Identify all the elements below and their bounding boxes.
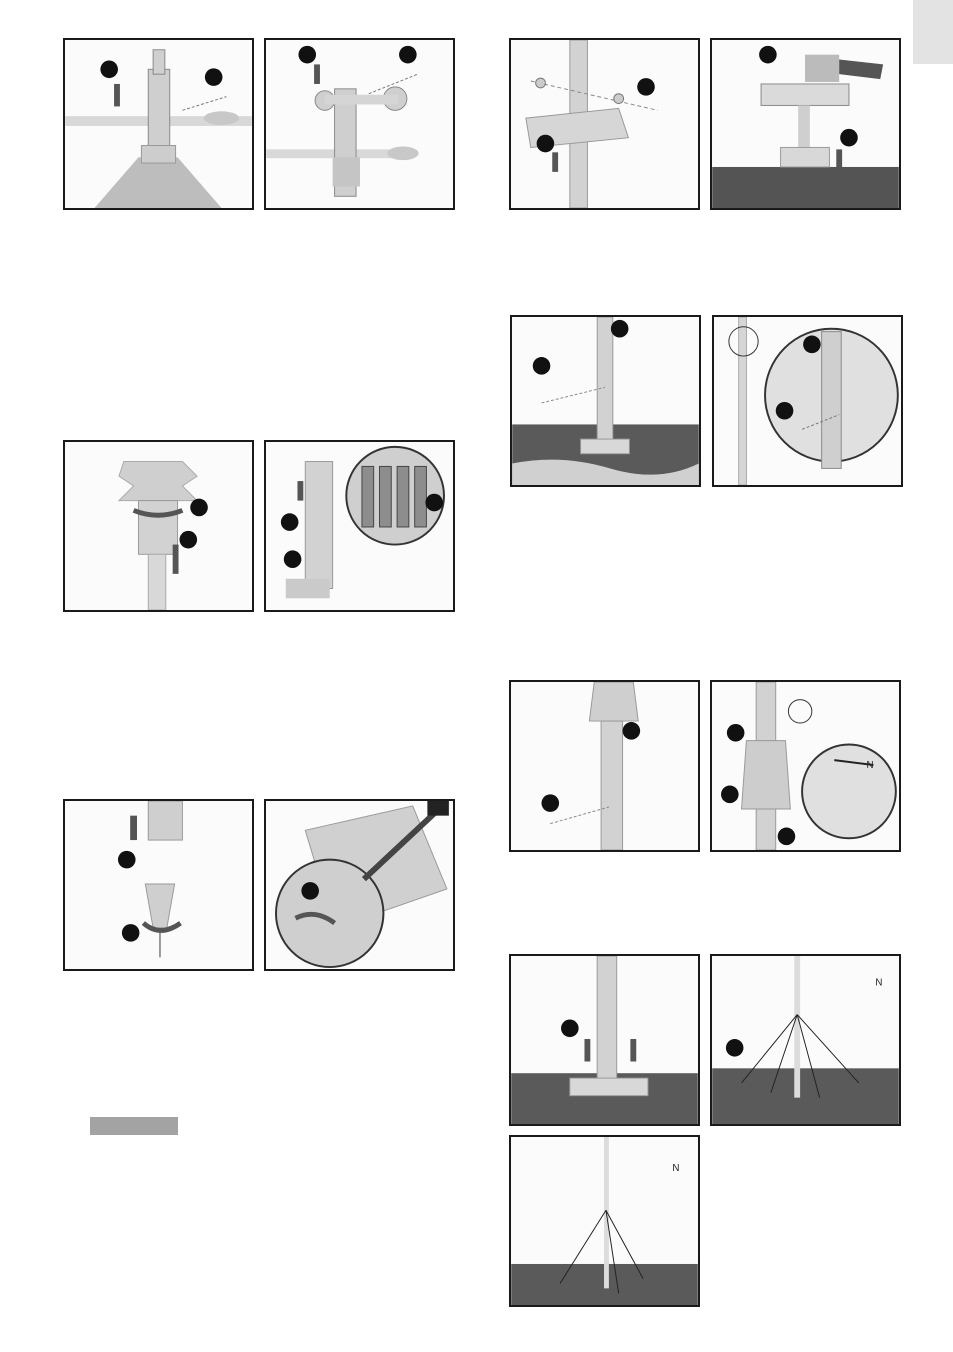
compass-letter: N: [672, 1163, 679, 1174]
figure-wind-vane-mount: [63, 38, 254, 210]
figure-mast-base-bolt: [509, 38, 700, 210]
page-tab: [913, 0, 953, 64]
figure-sensor-orientation: N: [710, 680, 901, 852]
figure-housing-twist-off: [63, 440, 254, 612]
compass-letter: N: [875, 977, 882, 988]
figure-final-assembly: N: [509, 1135, 700, 1307]
figure-mast-hammer: [710, 38, 901, 210]
figure-base-clamps: [509, 954, 700, 1126]
figure-battery-insert: [264, 440, 455, 612]
compass-letter: N: [867, 760, 874, 771]
figure-mast-extension: [510, 315, 701, 487]
figure-base-screwdriver: [264, 799, 455, 971]
figure-mast-extension-detail: [712, 315, 903, 487]
figure-guy-wires: N: [710, 954, 901, 1126]
figure-anemometer-mount: [264, 38, 455, 210]
figure-rain-gauge-cap: [63, 799, 254, 971]
label-box: [90, 1117, 178, 1135]
figure-sensor-mount: [509, 680, 700, 852]
